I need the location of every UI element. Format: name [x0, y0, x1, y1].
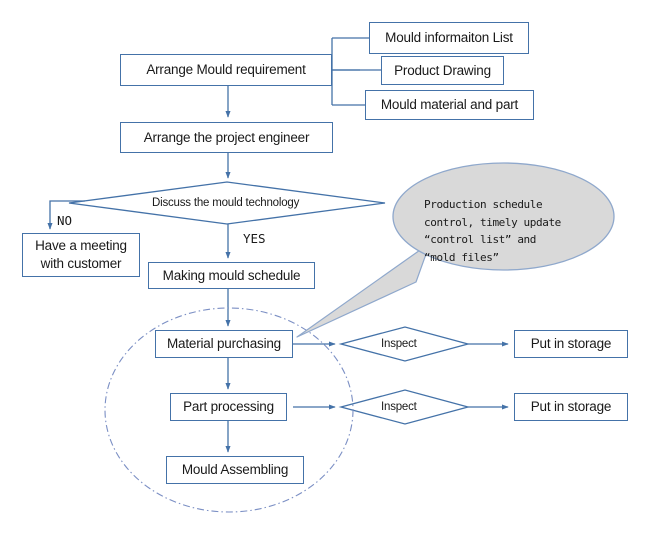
- node-label: Put in storage: [530, 399, 612, 415]
- node-product-drawing[interactable]: Product Drawing: [381, 56, 504, 85]
- node-arrange-project-engineer[interactable]: Arrange the project engineer: [120, 122, 333, 153]
- node-put-in-storage-part[interactable]: Put in storage: [514, 393, 628, 421]
- node-arrange-mould-requirement[interactable]: Arrange Mould requirement: [120, 54, 332, 86]
- node-label: Discuss the mould technology: [152, 197, 300, 209]
- node-material-purchasing[interactable]: Material purchasing: [155, 330, 293, 358]
- node-have-a-meeting-with-customer[interactable]: Have a meeting with customer: [22, 233, 140, 277]
- discuss-mould-technology-label[interactable]: Discuss the mould technology: [152, 197, 299, 209]
- edge-label-no: NO: [57, 213, 72, 228]
- callout-text-content: Production schedule control, timely upda…: [424, 197, 561, 265]
- callout-tail: [296, 242, 431, 338]
- node-label: Inspect: [381, 338, 417, 350]
- edge-label-text: NO: [57, 213, 73, 228]
- node-label: Put in storage: [530, 336, 612, 352]
- node-mould-material-and-part[interactable]: Mould material and part: [365, 90, 534, 120]
- node-label: Arrange the project engineer: [143, 129, 310, 145]
- node-label: Product Drawing: [394, 62, 491, 78]
- node-label: Mould informaiton List: [385, 30, 513, 46]
- node-mould-assembling[interactable]: Mould Assembling: [166, 456, 304, 484]
- node-label: Have a meeting with customer: [35, 237, 127, 271]
- node-put-in-storage-material[interactable]: Put in storage: [514, 330, 628, 358]
- node-label: Inspect: [381, 401, 417, 413]
- node-mould-information-list[interactable]: Mould informaiton List: [369, 22, 529, 54]
- node-label: Mould Assembling: [181, 462, 289, 478]
- inspect-material-label[interactable]: Inspect: [381, 338, 417, 350]
- node-making-mould-schedule[interactable]: Making mould schedule: [148, 262, 315, 289]
- node-label: Material purchasing: [166, 336, 281, 352]
- callout-note-text: Production schedule control, timely upda…: [424, 178, 604, 267]
- node-label: Making mould schedule: [162, 267, 301, 283]
- node-label: Mould material and part: [380, 97, 519, 113]
- node-part-processing[interactable]: Part processing: [170, 393, 287, 421]
- edge-label-yes: YES: [243, 231, 266, 246]
- edge-label-text: YES: [243, 231, 266, 246]
- inspect-part-label[interactable]: Inspect: [381, 401, 417, 413]
- node-label: Part processing: [183, 399, 274, 415]
- node-label: Arrange Mould requirement: [146, 62, 306, 78]
